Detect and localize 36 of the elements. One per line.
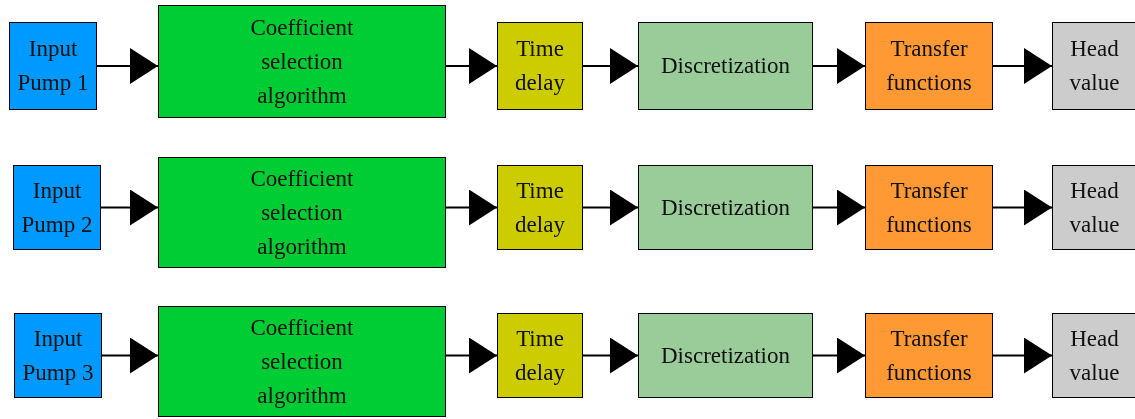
input-box [14, 313, 102, 398]
box-label: Discretization [661, 193, 790, 222]
delay-box [497, 22, 583, 110]
box-label: Discretization [661, 52, 790, 80]
box-label: Time delay [514, 324, 566, 387]
transfer-function-box [865, 313, 993, 398]
discretization-box [638, 313, 813, 398]
delay-box [497, 165, 583, 250]
box-label: Coefficient selection algorithm [249, 313, 355, 410]
output-box [1052, 165, 1135, 250]
input-box [13, 165, 101, 250]
output-box [1052, 22, 1135, 110]
box-label: Transfer functions [885, 176, 973, 239]
discretization-box [638, 165, 813, 250]
box-label: Coefficient selection algorithm [249, 13, 355, 110]
output-box [1052, 313, 1135, 398]
algorithm-box [158, 306, 446, 417]
box-label: Head value [1068, 176, 1121, 239]
algorithm-box [158, 157, 446, 268]
delay-box [497, 313, 583, 398]
box-label: Time delay [514, 176, 566, 239]
input-box [9, 22, 97, 110]
algorithm-box [158, 5, 446, 118]
box-label: Head value [1068, 324, 1121, 387]
box-label: Input Pump 1 [16, 35, 90, 97]
box-label: Transfer functions [885, 324, 973, 387]
box-label: Head value [1068, 35, 1121, 97]
box-label: Time delay [514, 35, 566, 97]
box-label: Input Pump 2 [20, 176, 94, 239]
box-label: Transfer functions [885, 35, 973, 97]
transfer-function-box [865, 165, 993, 250]
discretization-box [638, 22, 813, 110]
box-label: Input Pump 3 [21, 324, 95, 387]
box-label: Coefficient selection algorithm [249, 164, 355, 261]
box-label: Discretization [661, 341, 790, 370]
transfer-function-box [865, 22, 993, 110]
